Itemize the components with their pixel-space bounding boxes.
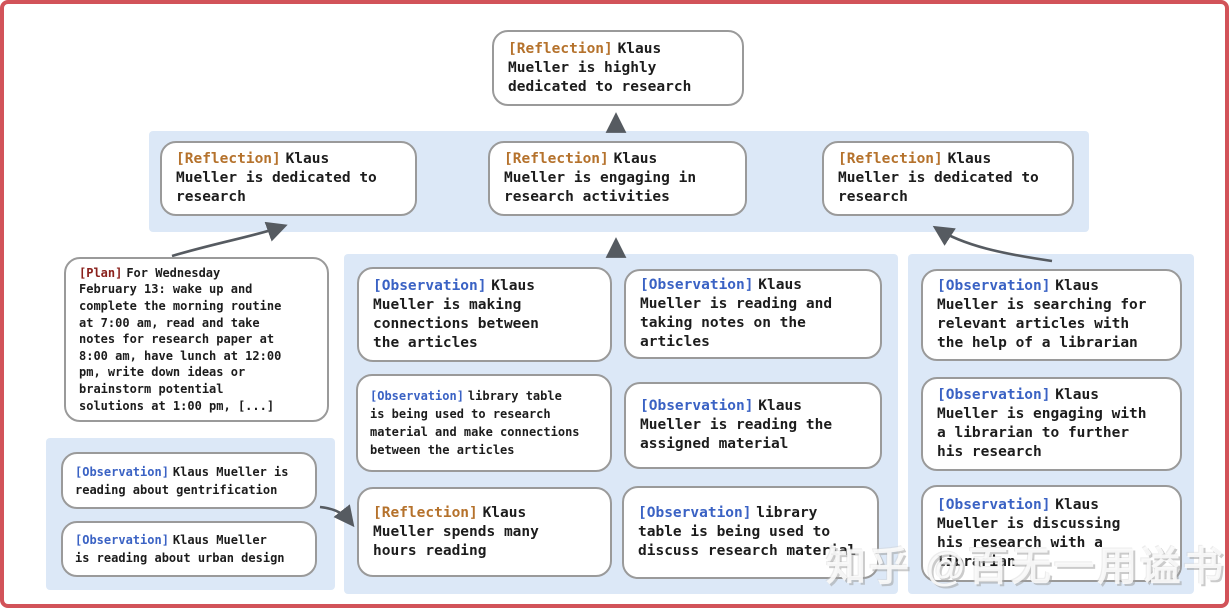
- node-observation-gentrification: [Observation]Klaus Mueller is reading ab…: [61, 452, 317, 509]
- node-text: Klaus Mueller is dedicated to research: [176, 151, 377, 205]
- node-text: Klaus Mueller is reading about urban des…: [75, 533, 285, 565]
- node-label: [Reflection]: [508, 40, 613, 57]
- node-observation-making-connections: [Observation]Klaus Mueller is making con…: [357, 267, 612, 362]
- node-label: [Reflection]: [504, 151, 609, 167]
- node-reflection-right: [Reflection]Klaus Mueller is dedicated t…: [822, 141, 1074, 216]
- node-observation-library-table-discuss: [Observation]library table is being used…: [622, 486, 879, 579]
- node-text: Klaus Mueller is dedicated to research: [838, 151, 1039, 205]
- node-label: [Observation]: [75, 464, 169, 479]
- node-label: [Observation]: [373, 277, 487, 294]
- node-label: [Observation]: [937, 278, 1051, 294]
- node-observation-taking-notes: [Observation]Klaus Mueller is reading an…: [624, 269, 882, 359]
- node-observation-discussing-research: [Observation]Klaus Mueller is discussing…: [921, 485, 1182, 582]
- node-label: [Observation]: [937, 387, 1051, 403]
- node-text: Klaus Mueller is highly dedicated to res…: [508, 40, 692, 95]
- node-observation-searching-articles: [Observation]Klaus Mueller is searching …: [921, 269, 1182, 361]
- node-text: library table is being used to discuss r…: [638, 505, 857, 559]
- node-text: Klaus Mueller is discussing his research…: [937, 496, 1121, 570]
- node-observation-assigned-material: [Observation]Klaus Mueller is reading th…: [624, 382, 882, 469]
- node-top-reflection: [Reflection]Klaus Mueller is highly dedi…: [492, 30, 744, 106]
- node-label: [Plan]: [79, 265, 123, 280]
- node-reflection-hours-reading: [Reflection]Klaus Mueller spends many ho…: [357, 487, 612, 577]
- node-text: Klaus Mueller is making connections betw…: [373, 277, 539, 351]
- node-text: Klaus Mueller is reading and taking note…: [640, 277, 833, 350]
- node-label: [Observation]: [937, 496, 1051, 513]
- node-text: Klaus Mueller is reading about gentrific…: [75, 464, 289, 497]
- node-label: [Observation]: [640, 277, 754, 293]
- node-text: library table is being used to research …: [370, 389, 580, 457]
- node-text: Klaus Mueller spends many hours reading: [373, 504, 539, 559]
- node-label: [Observation]: [75, 533, 169, 547]
- node-text: For Wednesday February 13: wake up and c…: [79, 265, 282, 413]
- node-label: [Reflection]: [176, 151, 281, 167]
- node-text: Klaus Mueller is engaging in research ac…: [504, 151, 697, 205]
- node-label: [Observation]: [640, 398, 754, 414]
- node-observation-urban-design: [Observation]Klaus Mueller is reading ab…: [61, 521, 317, 577]
- node-text: Klaus Mueller is searching for relevant …: [937, 278, 1147, 351]
- node-observation-library-table-research: [Observation]library table is being used…: [356, 374, 612, 472]
- node-plan: [Plan]For Wednesday February 13: wake up…: [64, 257, 329, 422]
- node-label: [Observation]: [638, 505, 752, 521]
- node-label: [Reflection]: [838, 151, 943, 167]
- watermark: 知乎 @百无一用谥书生: [826, 545, 1229, 589]
- node-reflection-left: [Reflection]Klaus Mueller is dedicated t…: [160, 141, 417, 216]
- node-text: Klaus Mueller is reading the assigned ma…: [640, 398, 833, 452]
- node-reflection-middle: [Reflection]Klaus Mueller is engaging in…: [488, 141, 747, 216]
- node-text: Klaus Mueller is engaging with a librari…: [937, 387, 1147, 460]
- node-label: [Observation]: [370, 389, 464, 403]
- node-observation-engaging-librarian: [Observation]Klaus Mueller is engaging w…: [921, 377, 1182, 471]
- node-label: [Reflection]: [373, 504, 478, 521]
